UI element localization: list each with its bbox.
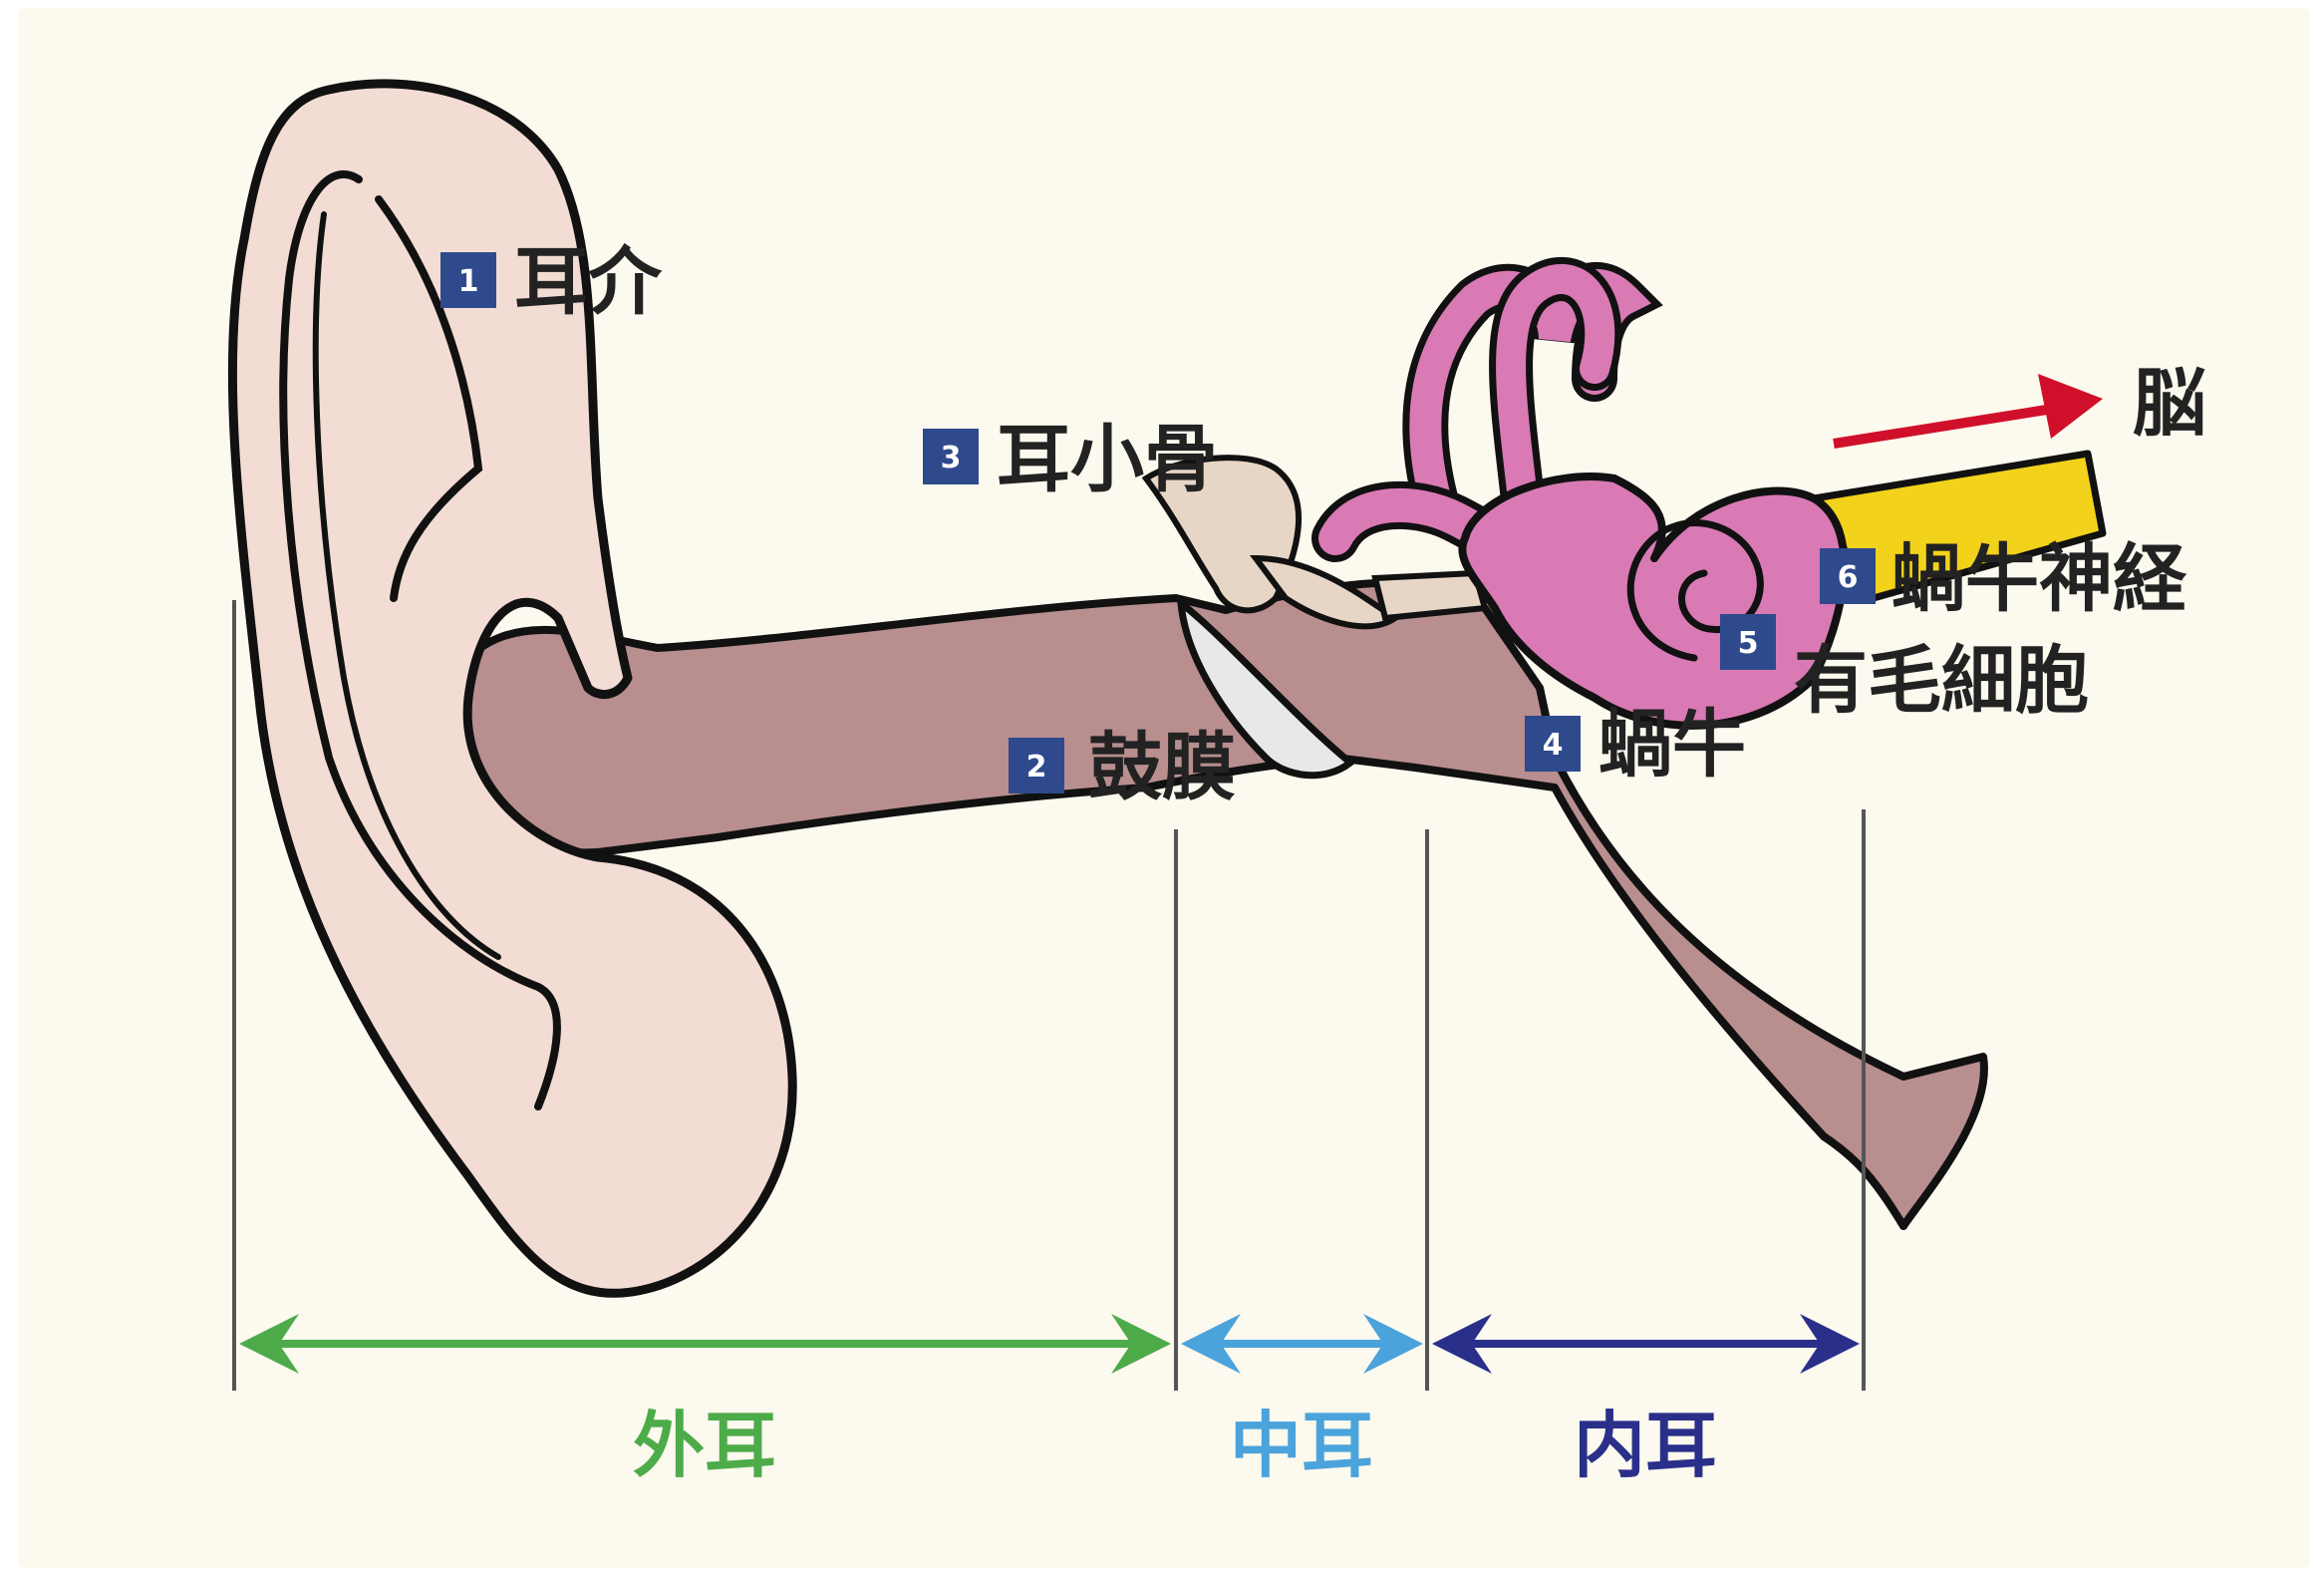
number-badge-text: 1 xyxy=(458,264,479,299)
number-badge-text: 5 xyxy=(1738,626,1759,661)
number-badge-text: 2 xyxy=(1026,750,1047,785)
part-label-text: 鼓膜 xyxy=(1088,725,1236,810)
number-badge-text: 4 xyxy=(1543,728,1564,763)
part-label-text: 有毛細胞 xyxy=(1794,638,2089,724)
outer-ear-label: 外耳 xyxy=(633,1404,776,1487)
number-badge-text: 3 xyxy=(941,441,962,475)
part-label-text: 蝸牛神経 xyxy=(1891,536,2187,622)
number-badge-text: 6 xyxy=(1838,560,1859,595)
inner-ear-label: 内耳 xyxy=(1574,1404,1717,1487)
part-label-text: 蝸牛 xyxy=(1598,702,1746,788)
part-label-text: 耳介 xyxy=(514,239,663,325)
part-label-text: 耳小骨 xyxy=(997,417,1218,502)
middle-ear-label: 中耳 xyxy=(1230,1404,1373,1487)
brain-label: 脳 xyxy=(2133,361,2206,447)
